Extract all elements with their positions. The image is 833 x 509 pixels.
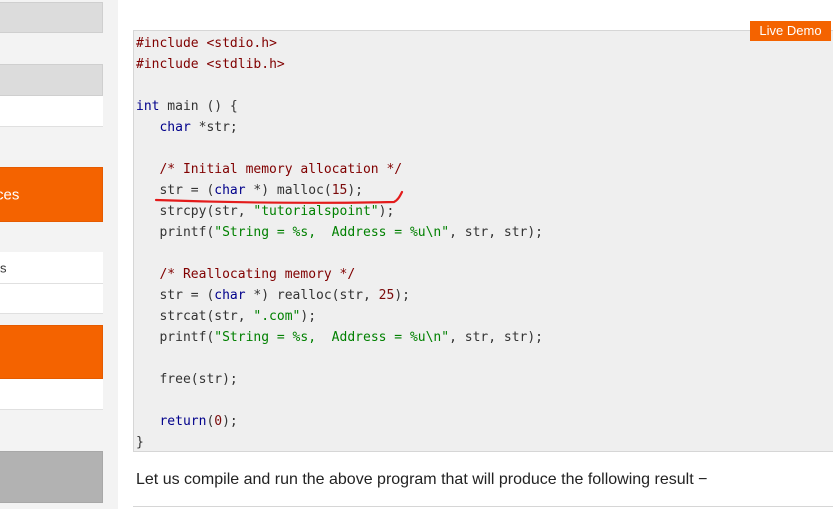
code-line: /* Initial memory allocation */ (136, 159, 543, 180)
sidebar-item-2[interactable] (0, 64, 103, 96)
code-line: /* Reallocating memory */ (136, 264, 543, 285)
code-line: int main () { (136, 96, 543, 117)
code-token: } (136, 435, 144, 450)
code-line: str = (char *) realloc(str, 25); (136, 285, 543, 306)
code-token: strcpy(str, (136, 204, 254, 219)
code-token: "tutorialspoint" (253, 204, 379, 219)
code-token: *str; (190, 120, 238, 135)
code-token: 0 (214, 414, 223, 429)
code-token: 25 (378, 288, 395, 303)
sidebar-item-label: s (0, 260, 7, 276)
code-line (136, 390, 543, 411)
code-line: #include <stdlib.h> (136, 54, 543, 75)
red-underline-annotation (154, 190, 404, 204)
sidebar-item-highlight[interactable] (0, 325, 103, 379)
code-token: ( (206, 414, 215, 429)
code-token: "String = %s, Address = %u\n" (214, 225, 450, 240)
code-token: char (214, 288, 246, 303)
code-line: } (136, 432, 543, 453)
code-token: int (136, 99, 160, 114)
code-token: 15 (331, 183, 348, 198)
code-line: #include <stdio.h> (136, 33, 543, 54)
sidebar-item-active[interactable]: ces (0, 167, 103, 222)
code-token: *) realloc(str, (245, 288, 379, 303)
sidebar-item-5[interactable]: s (0, 252, 103, 284)
code-token: ); (300, 309, 317, 324)
code-line: printf("String = %s, Address = %u\n", st… (136, 222, 543, 243)
code-token (136, 414, 159, 429)
code-line: strcat(str, ".com"); (136, 306, 543, 327)
code-line (136, 243, 543, 264)
code-token: , str, str); (449, 225, 544, 240)
sidebar-item-1[interactable] (0, 2, 103, 33)
code-token: <stdlib.h> (206, 57, 285, 72)
code-token: str = ( (136, 183, 215, 198)
code-line (136, 75, 543, 96)
sidebar-item-label: ces (0, 186, 20, 203)
code-token: ); (378, 204, 395, 219)
code-line: free(str); (136, 369, 543, 390)
code-line: char *str; (136, 117, 543, 138)
code-line (136, 138, 543, 159)
code-token (136, 162, 159, 177)
code-token (136, 120, 159, 135)
divider (133, 506, 833, 507)
sidebar-item-6[interactable] (0, 284, 103, 314)
code-line: printf("String = %s, Address = %u\n", st… (136, 327, 543, 348)
code-listing: #include <stdio.h>#include <stdlib.h>int… (136, 33, 543, 453)
code-line: strcpy(str, "tutorialspoint"); (136, 201, 543, 222)
code-token: char (159, 120, 191, 135)
result-description: Let us compile and run the above program… (136, 471, 708, 488)
sidebar-item-8[interactable] (0, 379, 103, 410)
code-line: str = (char *) malloc(15); (136, 180, 543, 201)
code-token: ); (222, 414, 238, 429)
code-token: , str, str); (449, 330, 544, 345)
sidebar-item-9[interactable] (0, 451, 103, 503)
code-token: ); (347, 183, 363, 198)
code-token: ".com" (253, 309, 301, 324)
code-token: /* Initial memory allocation */ (159, 162, 403, 177)
code-token: printf( (136, 330, 215, 345)
code-token: main () { (159, 99, 238, 114)
code-token: *) malloc( (245, 183, 332, 198)
code-token: str = ( (136, 288, 215, 303)
code-token: char (214, 183, 246, 198)
code-token: printf( (136, 225, 215, 240)
code-token: #include (136, 57, 207, 72)
code-token: <stdio.h> (206, 36, 277, 51)
left-sidebar: ces s (0, 0, 118, 509)
code-token: /* Reallocating memory */ (159, 267, 356, 282)
code-token: free(str); (136, 372, 238, 387)
code-token: "String = %s, Address = %u\n" (214, 330, 450, 345)
code-block: #include <stdio.h>#include <stdlib.h>int… (133, 30, 833, 452)
code-line (136, 348, 543, 369)
code-token: strcat(str, (136, 309, 254, 324)
code-token: #include (136, 36, 207, 51)
sidebar-item-3[interactable] (0, 96, 103, 127)
code-line: return(0); (136, 411, 543, 432)
live-demo-button[interactable]: Live Demo (750, 21, 831, 41)
code-token (136, 267, 159, 282)
code-token: ); (394, 288, 410, 303)
code-token: return (159, 414, 207, 429)
